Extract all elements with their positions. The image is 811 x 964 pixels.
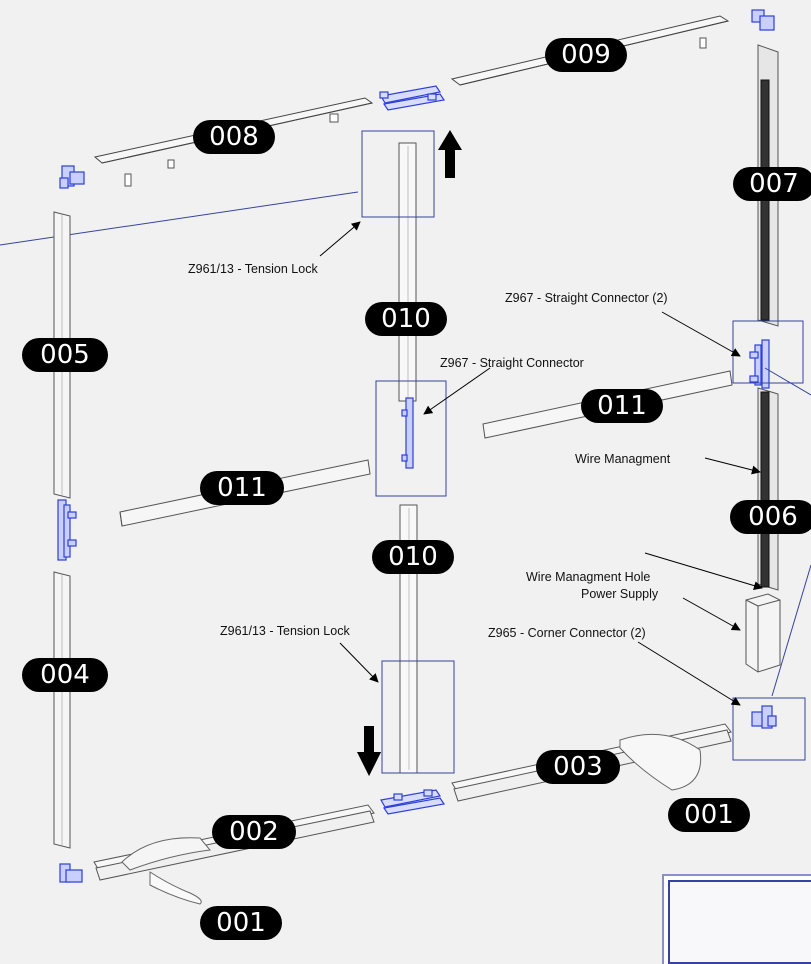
part-label-001-right: 001 [668, 798, 750, 832]
legend-panel [668, 880, 811, 964]
part-label-002: 002 [212, 815, 296, 849]
center-straight-connector [401, 397, 414, 469]
corner-connector-arrow [637, 641, 741, 706]
part-label-003: 003 [536, 750, 620, 784]
power-supply-box [745, 593, 781, 673]
part-label-004: 004 [22, 658, 108, 692]
corner-connector-right [751, 705, 777, 729]
wire-management-arrow [704, 457, 761, 475]
callout-wire-management: Wire Managment [575, 452, 671, 466]
corner-bracket-top-left [59, 165, 85, 189]
tension-lock-box-upper [361, 130, 435, 218]
callout-straight-connector-right: Z967 - Straight Connector (2) [505, 291, 668, 305]
corner-connector-box-right [732, 697, 806, 761]
part-label-010-upper: 010 [365, 302, 447, 336]
leader-line-right-lower [771, 564, 811, 697]
tension-lock-lower-arrow [339, 642, 379, 683]
straight-connector-box-center [375, 380, 447, 497]
leader-line-right-upper [764, 367, 811, 396]
up-arrow [438, 130, 462, 178]
down-arrow [357, 726, 381, 776]
corner-bracket-bottom-left [59, 863, 83, 883]
part-label-010-lower: 010 [372, 540, 454, 574]
callout-tension-lock-upper: Z961/13 - Tension Lock [188, 262, 318, 276]
tension-lock-box-lower [381, 660, 455, 774]
callout-straight-connector-center: Z967 - Straight Connector [440, 356, 584, 370]
callout-power-supply: Power Supply [581, 587, 659, 601]
right-straight-connector [749, 339, 770, 389]
callout-wire-management-hole: Wire Managment Hole [526, 570, 651, 584]
bottom-connector [380, 789, 446, 815]
straight-connector-right-arrow [661, 311, 741, 357]
wire-management-hole-arrow [644, 552, 763, 590]
top-connector [379, 85, 446, 111]
part-label-001-left: 001 [200, 906, 282, 940]
part-label-005: 005 [22, 338, 108, 372]
part-label-007: 007 [733, 167, 811, 201]
corner-bracket-top-right [751, 9, 775, 31]
center-post-upper [398, 142, 417, 402]
left-post-004 [53, 571, 71, 849]
part-label-008: 008 [193, 120, 275, 154]
callout-tension-lock-lower: Z961/13 - Tension Lock [220, 624, 350, 638]
callout-corner-connector: Z965 - Corner Connector (2) [488, 626, 646, 640]
tension-lock-upper-arrow [319, 221, 361, 257]
power-supply-arrow [682, 597, 741, 631]
part-label-011-left: 011 [200, 471, 284, 505]
part-label-006: 006 [730, 500, 811, 534]
right-post-006 [757, 387, 779, 591]
left-straight-connector [57, 499, 77, 561]
straight-connector-center-arrow [423, 367, 491, 415]
part-label-009: 009 [545, 38, 627, 72]
part-label-011-right: 011 [581, 389, 663, 423]
